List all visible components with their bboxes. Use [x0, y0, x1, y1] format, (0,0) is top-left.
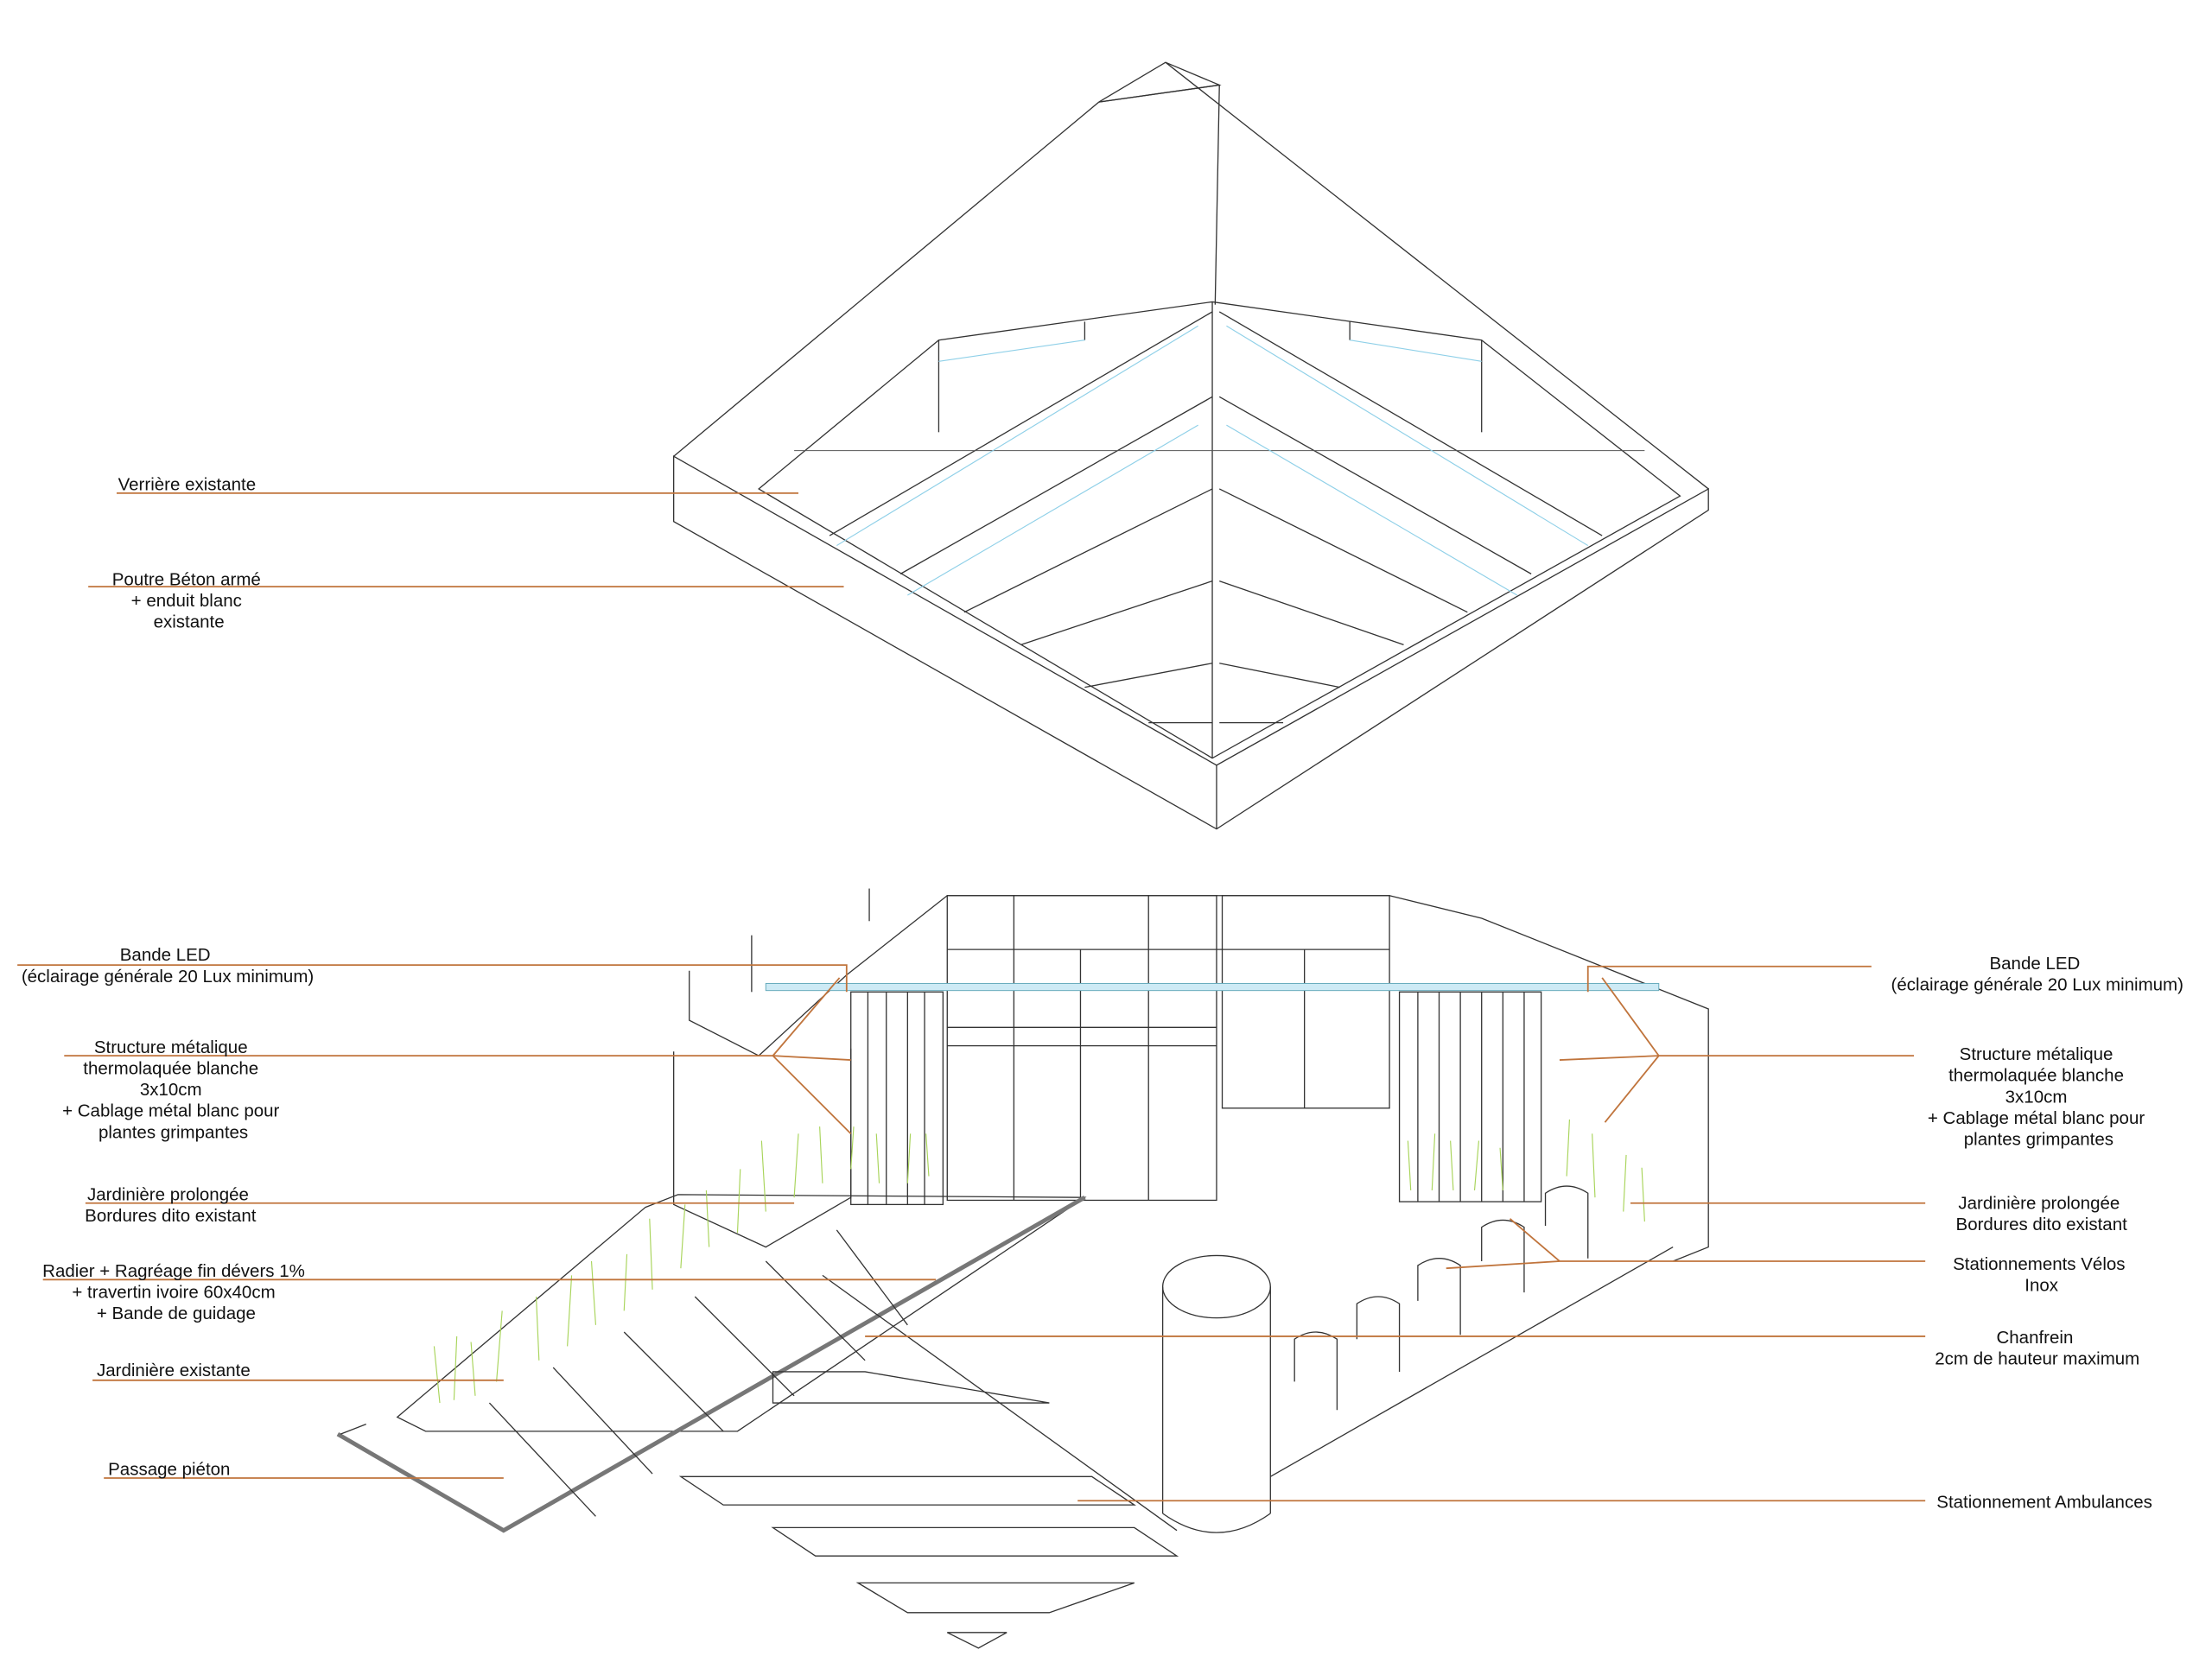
led-strip	[765, 982, 1660, 992]
annotation-labels: Verrière existante Poutre Béton armé + e…	[22, 475, 2183, 1513]
leader-lines	[17, 492, 1926, 1502]
glass-roof	[673, 61, 1709, 830]
label-led-right: Bande LED (éclairage générale 20 Lux min…	[1891, 954, 2183, 995]
label-structure-left: Structure métalique thermolaquée blanche…	[62, 1037, 284, 1142]
label-jardiniere-prolongee-left: Jardinière prolongée Bordures dito exist…	[85, 1184, 257, 1226]
label-poutre: Poutre Béton armé + enduit blanc existan…	[112, 570, 266, 632]
ground-level	[336, 888, 1709, 1649]
label-velos: Stationnements Vélos Inox	[1953, 1254, 2130, 1296]
label-jardiniere-existante: Jardinière existante	[97, 1361, 251, 1380]
label-radier: Radier + Ragréage fin dévers 1% + traver…	[42, 1261, 309, 1323]
label-jardiniere-prolongee-right: Jardinière prolongée Bordures dito exist…	[1956, 1193, 2128, 1234]
label-led-left: Bande LED (éclairage générale 20 Lux min…	[22, 945, 314, 987]
label-ambulances: Stationnement Ambulances	[1936, 1492, 2152, 1512]
label-verriere: Verrière existante	[118, 475, 257, 495]
label-chanfrein: Chanfrein 2cm de hauteur maximum	[1935, 1328, 2139, 1369]
label-structure-right: Structure métalique thermolaquée blanche…	[1928, 1044, 2150, 1149]
label-passage: Passage piéton	[108, 1460, 230, 1480]
